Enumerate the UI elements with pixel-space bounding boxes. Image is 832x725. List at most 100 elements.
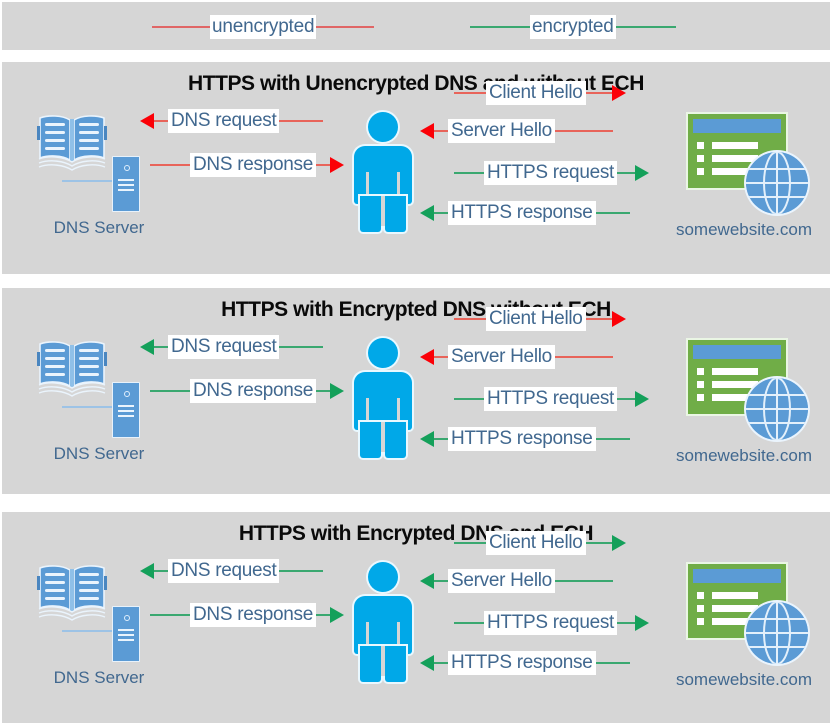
flow-label: Server Hello: [448, 345, 555, 369]
arrowhead-left-icon: [420, 431, 434, 447]
flow-server-hello: Server Hello: [420, 345, 613, 369]
flow-client-hello: Client Hello: [454, 531, 626, 555]
flow-server-hello: Server Hello: [420, 569, 613, 593]
open-book-directory-icon: [36, 338, 108, 400]
legend-band: unencrypted encrypted: [2, 2, 830, 50]
server-power-icon: [124, 391, 130, 397]
arrowhead-right-icon: [611, 535, 626, 551]
person-head-icon: [368, 562, 398, 592]
flow-line-head-side: [434, 130, 448, 132]
dns-server-label: DNS Server: [53, 668, 145, 687]
flow-dns-response: DNS response: [150, 379, 344, 403]
flow-line-tail-side: [554, 580, 613, 582]
person-arm-gap-left: [366, 398, 369, 426]
server-tower-icon: [112, 382, 140, 438]
person-leg-left: [360, 196, 381, 232]
open-book-directory-icon: [36, 112, 108, 174]
flow-label: DNS request: [168, 559, 280, 583]
arrowhead-left-icon: [420, 573, 434, 589]
dns-connector-line: [62, 180, 114, 182]
flow-dns-request: DNS request: [140, 335, 324, 359]
flow-line-head-side: [154, 570, 168, 572]
server-power-icon: [124, 165, 130, 171]
flow-line-tail-side: [150, 164, 190, 166]
flow-https-response: HTTPS response: [420, 427, 630, 451]
arrowhead-right-icon: [635, 391, 650, 407]
flow-line-head-side: [434, 662, 448, 664]
person-leg-right: [385, 196, 406, 232]
person-arm-gap-right: [397, 172, 400, 200]
person-leg-left: [360, 646, 381, 682]
website-label: somewebsite.com: [675, 220, 813, 239]
legend-encrypted: encrypted: [470, 15, 676, 39]
server-slots-icon: [118, 405, 134, 421]
legend-unencrypted: unencrypted: [152, 15, 375, 39]
arrowhead-right-icon: [329, 157, 344, 173]
arrowhead-right-icon: [329, 607, 344, 623]
flow-https-response: HTTPS response: [420, 651, 630, 675]
legend-line-right: [316, 26, 375, 28]
panel-2: HTTPS with Encrypted DNS without ECH DNS …: [2, 288, 830, 494]
flow-label: Server Hello: [448, 119, 555, 143]
globe-icon: [746, 378, 808, 440]
dns-connector-line: [62, 406, 114, 408]
person-head-icon: [368, 338, 398, 368]
flow-line-tail-side: [554, 356, 613, 358]
flow-label: Client Hello: [486, 81, 586, 105]
arrowhead-right-icon: [635, 615, 650, 631]
person-icon: [354, 112, 412, 232]
flow-line-tail-side: [454, 622, 484, 624]
flow-label: DNS response: [190, 153, 316, 177]
legend-line-left: [470, 26, 530, 28]
browser-bullet-icons: [697, 142, 704, 181]
dns-server-label: DNS Server: [53, 218, 145, 237]
flow-line-tail-side: [595, 212, 630, 214]
flow-line-tail-side: [454, 92, 486, 94]
dns-connector-line: [62, 630, 114, 632]
flow-label: Client Hello: [486, 531, 586, 555]
dns-server-label: DNS Server: [53, 444, 145, 463]
arrowhead-right-icon: [611, 311, 626, 327]
arrowhead-right-icon: [635, 165, 650, 181]
person-head-icon: [368, 112, 398, 142]
website-node: somewebsite.com: [664, 108, 824, 258]
flow-https-request: HTTPS request: [454, 611, 650, 635]
legend-label: encrypted: [530, 15, 616, 39]
person-leg-right: [385, 646, 406, 682]
flow-server-hello: Server Hello: [420, 119, 613, 143]
flow-line-head-side: [585, 318, 612, 320]
flow-label: HTTPS request: [484, 161, 618, 185]
legend-label: unencrypted: [210, 15, 317, 39]
flow-client-hello: Client Hello: [454, 81, 626, 105]
flow-line-tail-side: [279, 120, 324, 122]
flow-https-request: HTTPS request: [454, 387, 650, 411]
person-leg-gap: [381, 196, 385, 226]
dns-server-node: DNS Server: [24, 110, 184, 260]
dns-server-node: DNS Server: [24, 336, 184, 486]
legend-line-left: [152, 26, 210, 28]
flow-line-tail-side: [554, 130, 613, 132]
flow-label: HTTPS response: [448, 201, 596, 225]
server-tower-icon: [112, 606, 140, 662]
browser-window-icon: [686, 562, 788, 640]
arrowhead-right-icon: [611, 85, 626, 101]
globe-icon: [746, 602, 808, 664]
arrowhead-left-icon: [140, 113, 154, 129]
panel-title: HTTPS with Encrypted DNS without ECH: [221, 298, 611, 321]
flow-https-response: HTTPS response: [420, 201, 630, 225]
person-body-icon: [354, 596, 412, 654]
legend-line-right: [615, 26, 676, 28]
flow-label: HTTPS request: [484, 387, 618, 411]
flow-line-head-side: [154, 120, 168, 122]
person-body-icon: [354, 372, 412, 430]
flow-line-head-side: [154, 346, 168, 348]
dns-server-node: DNS Server: [24, 560, 184, 710]
person-body-icon: [354, 146, 412, 204]
server-tower-icon: [112, 156, 140, 212]
browser-bullet-icons: [697, 368, 704, 407]
flow-dns-request: DNS request: [140, 559, 324, 583]
flow-dns-response: DNS response: [150, 603, 344, 627]
website-label: somewebsite.com: [675, 446, 813, 465]
flow-label: Server Hello: [448, 569, 555, 593]
